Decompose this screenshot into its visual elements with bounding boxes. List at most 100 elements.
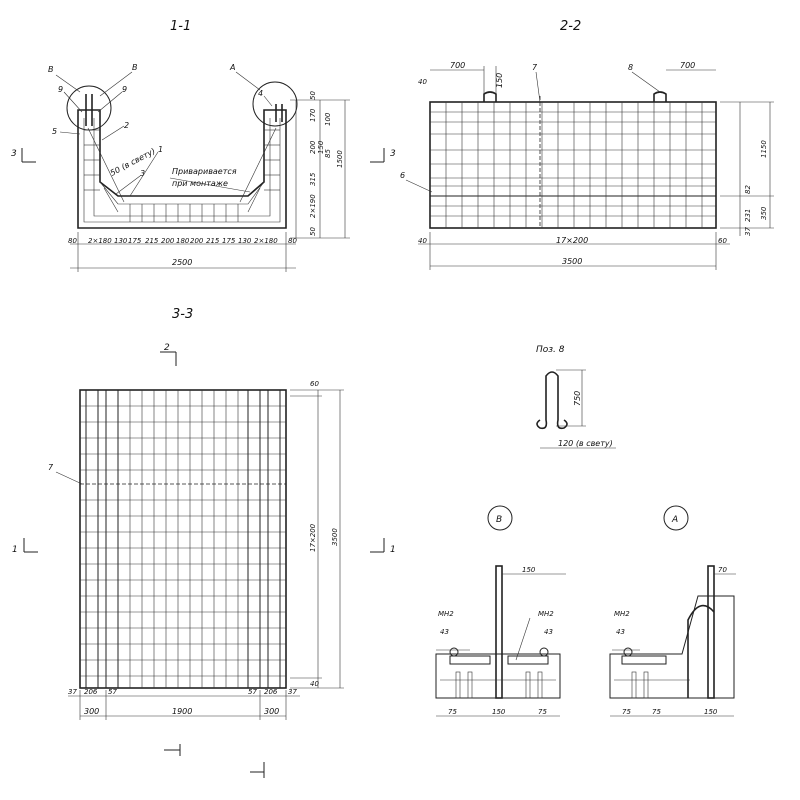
detail-b-title: B: [496, 515, 502, 525]
dim-2-2-150: 150: [495, 73, 504, 88]
detail-a: A МН2 43 70 75 75 150: [609, 505, 736, 717]
cut-marker-3-right: [370, 148, 385, 163]
pos-8-detail: Поз. 8 750 120 (в свету): [536, 345, 616, 449]
dim-3-3-3500: 3500: [331, 528, 339, 546]
detail-a-75-mid: 75: [652, 708, 661, 716]
dim-r-50-top: 50: [309, 91, 317, 100]
dim-r-2x190: 2×190: [309, 194, 317, 218]
cut-2-label: 2: [164, 343, 170, 353]
dim-r-1500: 1500: [336, 150, 344, 168]
plan-3-3-bottom-dim-lines: [68, 690, 300, 720]
weld-note-2: при монтаже: [172, 179, 228, 188]
leader-6-2-2: [405, 179, 433, 193]
detail-b-marker: [487, 505, 513, 531]
detail-b-plate-left: [449, 655, 491, 665]
cut-3-label-2-2: 3: [390, 149, 396, 159]
dim-b-200-left: 200: [161, 237, 175, 245]
detail-b-150-bottom: 150: [492, 708, 506, 716]
dim-3-3-206-left: 206: [84, 688, 98, 696]
u-channel-bottom-bars: [129, 204, 239, 222]
detail-a-post: [707, 565, 715, 699]
dim-3-3-57-right: 57: [248, 688, 257, 696]
dim-2-2-231: 231: [744, 209, 752, 222]
plan-3-3-horizontal-bars: [80, 405, 286, 677]
section-1-1-title: 1-1: [170, 19, 191, 34]
label-b-2: B: [132, 63, 138, 72]
dim-2-2-82: 82: [744, 185, 752, 194]
dim-b-130-right: 130: [238, 237, 252, 245]
detail-a-plate: [621, 655, 667, 665]
label-3: 3: [140, 169, 145, 178]
dim-r-315: 315: [309, 172, 317, 186]
dim-b-80-left: 80: [68, 237, 77, 245]
dim-b-200-right: 200: [190, 237, 204, 245]
dim-b-2500: 2500: [172, 258, 192, 267]
section-2-2-title: 2-2: [560, 19, 581, 34]
weld-note-1: Приваривается: [172, 167, 237, 176]
cut-1-label-right: 1: [390, 545, 396, 555]
label-7-3-3: 7: [48, 463, 54, 472]
label-a: A: [229, 63, 235, 72]
dim-b-2x180-left: 2×180: [88, 237, 112, 245]
dim-2-2-700-right: 700: [680, 61, 695, 70]
section-2-2: 2-2: [370, 19, 774, 270]
hook-right-2-2: [653, 91, 667, 102]
u-channel-inner-mesh: [83, 118, 281, 223]
detail-b-43-right: 43: [544, 628, 553, 636]
detail-a-title: A: [671, 515, 678, 525]
detail-b-body: [435, 653, 561, 699]
panel-2-2-bottom-dim-lines: [418, 232, 730, 270]
detail-a-marker: [663, 505, 689, 531]
slope-note: 50 (в свету): [109, 147, 157, 178]
dim-3-3-300-left: 300: [84, 707, 99, 716]
dim-r-170: 170: [309, 108, 317, 122]
dim-r-100: 100: [324, 112, 332, 126]
label-7-2-2: 7: [532, 63, 538, 72]
detail-b-mh2-left: МН2: [438, 610, 454, 618]
panel-2-2-outline: [429, 101, 717, 229]
section-1-1-right-dim-lines: [290, 99, 350, 239]
detail-a-bent-bar: [687, 604, 715, 698]
section-3-3-title: 3-3: [172, 307, 193, 322]
dim-r-200: 200: [309, 140, 317, 154]
detail-b-75-left: 75: [448, 708, 457, 716]
dim-b-215-left: 215: [145, 237, 159, 245]
label-5: 5: [52, 127, 57, 136]
label-8-2-2: 8: [628, 63, 633, 72]
dim-b-80-right: 80: [288, 237, 297, 245]
dim-b-175-left: 175: [128, 237, 142, 245]
label-1: 1: [158, 145, 163, 154]
plan-3-3-vertical-bars: [85, 390, 281, 688]
dim-b-175-right: 175: [222, 237, 236, 245]
dim-2-2-3500: 3500: [562, 257, 582, 266]
cut-marker-bottom: [164, 744, 265, 778]
detail-b-150-top: 150: [522, 566, 536, 574]
dim-3-3-17x200: 17×200: [309, 523, 317, 552]
label-9-left: 9: [58, 85, 63, 94]
hook-a: [275, 104, 283, 122]
label-2: 2: [124, 121, 129, 130]
detail-b-bolt-right: [539, 647, 549, 657]
dim-2-2-60: 60: [718, 237, 727, 245]
detail-b-mh2-leader-right: [515, 617, 531, 661]
detail-b-75-right: 75: [538, 708, 547, 716]
hook-left-2-2: [483, 91, 497, 102]
cut-marker-2-top: [160, 351, 177, 366]
dim-r-85: 85: [324, 149, 332, 158]
detail-b-bolt-left: [449, 647, 459, 657]
cut-1-label-left: 1: [12, 545, 18, 555]
section-1-1-leaders: [55, 71, 273, 197]
callout-circle-b: [66, 85, 112, 131]
detail-b: B МН2 МН2 43 43 150 75 150 75: [435, 505, 566, 717]
dim-b-215-right: 215: [206, 237, 220, 245]
pos-8-height: 750: [573, 391, 582, 406]
detail-b-mh2-right: МН2: [538, 610, 554, 618]
dim-2-2-37: 37: [744, 227, 752, 236]
plan-3-3-outline: [79, 389, 287, 689]
detail-b-43-left: 43: [440, 628, 449, 636]
detail-a-75-left: 75: [622, 708, 631, 716]
detail-a-bolt: [623, 647, 633, 657]
cut-3-label: 3: [11, 149, 17, 159]
dim-3-3-37-right: 37: [288, 688, 297, 696]
